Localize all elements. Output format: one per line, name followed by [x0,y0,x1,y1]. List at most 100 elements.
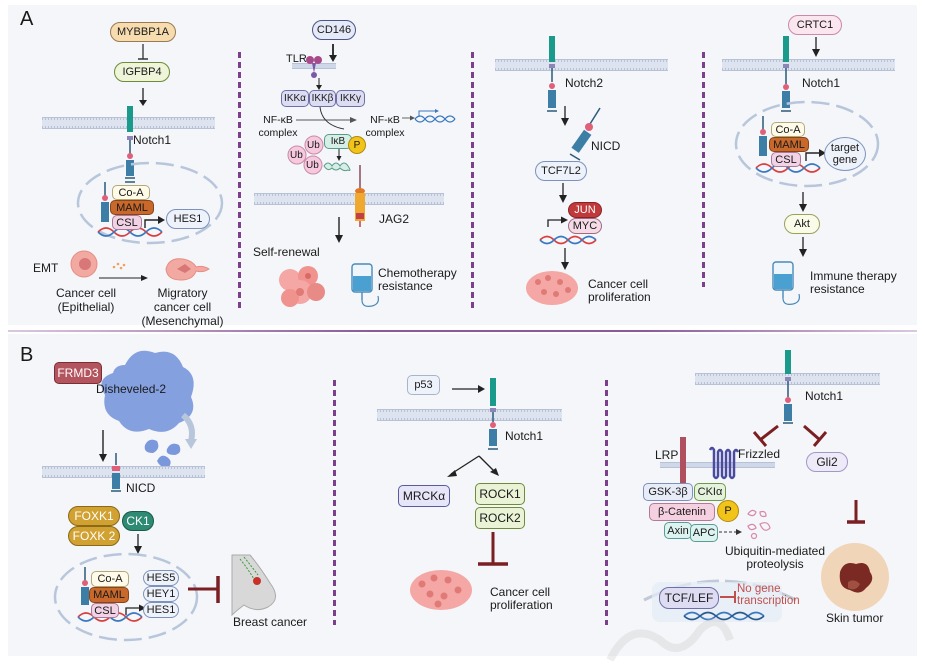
hes1-node-b1: HES1 [143,602,179,618]
frizzled-receptor-icon [708,446,740,480]
target-gene-line1: target [830,142,860,154]
disheveled-fragment-icon [157,455,171,468]
maml-node-a1: MAML [110,200,154,215]
ck1-node: CK1 [122,511,154,531]
apc-node: APC [690,524,718,542]
arrow-crtc1 [812,37,820,57]
jun-node: JUN [568,202,602,218]
arrow-self-renewal [335,217,343,243]
arrow-proliferation-a3 [561,248,569,270]
epithelial-line2: (Epithelial) [57,300,115,314]
cancer-cell-epithelial-label: Cancer cell(Epithelial) [46,286,126,314]
phospho-p-a2: P [348,136,366,154]
maml-node-b1: MAML [89,587,129,603]
self-renewal-label: Self-renewal [253,245,320,259]
foxk2-node: FOXK 2 [68,526,120,546]
a3-outcome-line1: Cancer cell [588,277,649,291]
emt-dots-icon [112,262,126,270]
migratory-line1: Migratory [157,286,208,300]
divider-b-2 [605,380,608,625]
notch1-label-a1: Notch1 [133,133,172,147]
panel-a-label: A [20,8,34,30]
mrcka-node: MRCKα [398,485,450,507]
target-dna-icon-a2 [414,109,456,123]
inhibit-arrow-tcf [720,591,736,603]
notch1-receptor-icon [125,106,135,183]
iv-bag-icon-a4 [772,261,800,305]
branch-arrows-b2 [447,455,499,477]
a4-outcome-line1: Immune therapy [810,269,897,283]
beta-catenin-node: β-Catenin [649,503,715,521]
divider-a-3 [702,52,705,287]
cancer-cell-cluster-icon-a3 [526,271,578,305]
ckla-node: CKIα [694,483,726,501]
notch1-label-b3: Notch1 [805,389,844,403]
migratory-line2: cancer cell [153,300,212,314]
notch1-receptor-icon-b2 [488,378,498,450]
gli2-node: Gli2 [806,452,848,472]
ub-2: Ub [290,150,303,161]
hes5-node: HES5 [143,570,179,586]
transcription-arrow-b1 [125,604,146,615]
akt-node: Akt [784,214,820,234]
lrp-receptor-icon [680,437,686,483]
chemo-line2: resistance [378,279,433,293]
skin-tumor-icon [821,543,889,611]
foxk1-node: FOXK1 [68,506,120,526]
notch1-label-a4: Notch1 [802,76,841,90]
divider-a-1 [238,52,241,312]
membrane-a3 [495,59,668,71]
inhibit-arrow-rock [478,532,508,566]
disheveled-2-label: Disheveled-2 [96,382,167,396]
coa-node-a1: Co-A [112,185,150,200]
csl-node-a4: CSL [771,152,801,167]
b2-outcome-line2: proliferation [490,598,553,612]
nfkb-right-line2: complex [365,127,405,139]
nicd-fragment-icon-a3 [569,107,601,161]
skin-tumor-label: Skin tumor [826,611,884,625]
inhibit-arrow-skin [847,500,865,524]
hes1-node-a1: HES1 [166,209,210,229]
nucleus-a4 [734,100,880,188]
notch1-receptor-icon-b3 [783,350,793,424]
myc-node: MYC [568,218,602,234]
iv-bag-icon-a2 [351,263,379,307]
nicd-dna-icon-a4 [755,116,821,173]
breast-icon [231,554,276,617]
arrow-tlr [316,78,322,90]
ub-1: Ub [307,140,320,151]
tlr-label: TLR [286,53,307,65]
ikk-to-ikb-line [319,106,345,130]
csl-node-b1: CSL [91,603,119,618]
divider-a-2 [471,52,474,312]
nfkb-left-line1: NF-κB [263,114,293,126]
arrow-akt [799,192,807,212]
a4-outcome-line2: resistance [810,282,865,296]
notch2-receptor-icon [547,36,557,112]
cancer-cell-cluster-icon-a2 [279,266,325,307]
protein-fragments-icon [747,509,771,540]
jag2-label: JAG2 [379,212,410,226]
watermark [606,618,734,661]
divider-b-1 [333,380,336,625]
arrow-ikb-down [336,149,342,161]
p53-node: p53 [407,375,440,395]
no-gene-line2: transcription [737,595,800,607]
tcf-lef-node: TCF/LEF [659,587,719,609]
nucleus-a1 [76,161,224,245]
notch2-label: Notch2 [565,76,604,90]
gsk3b-node: GSK-3β [643,483,693,501]
ikka-node: IKKα [281,90,309,107]
maml-node-a4: MAML [769,137,809,152]
transcription-arrow-a3 [547,216,568,227]
chemo-line1: Chemotherapy [378,266,457,280]
arrow-immune [799,237,807,257]
b2-outcome-line1: Cancer cell [490,585,551,599]
emt-arrow [99,275,148,281]
arrow-cd146 [329,44,337,62]
arrow-notch2 [561,106,569,126]
